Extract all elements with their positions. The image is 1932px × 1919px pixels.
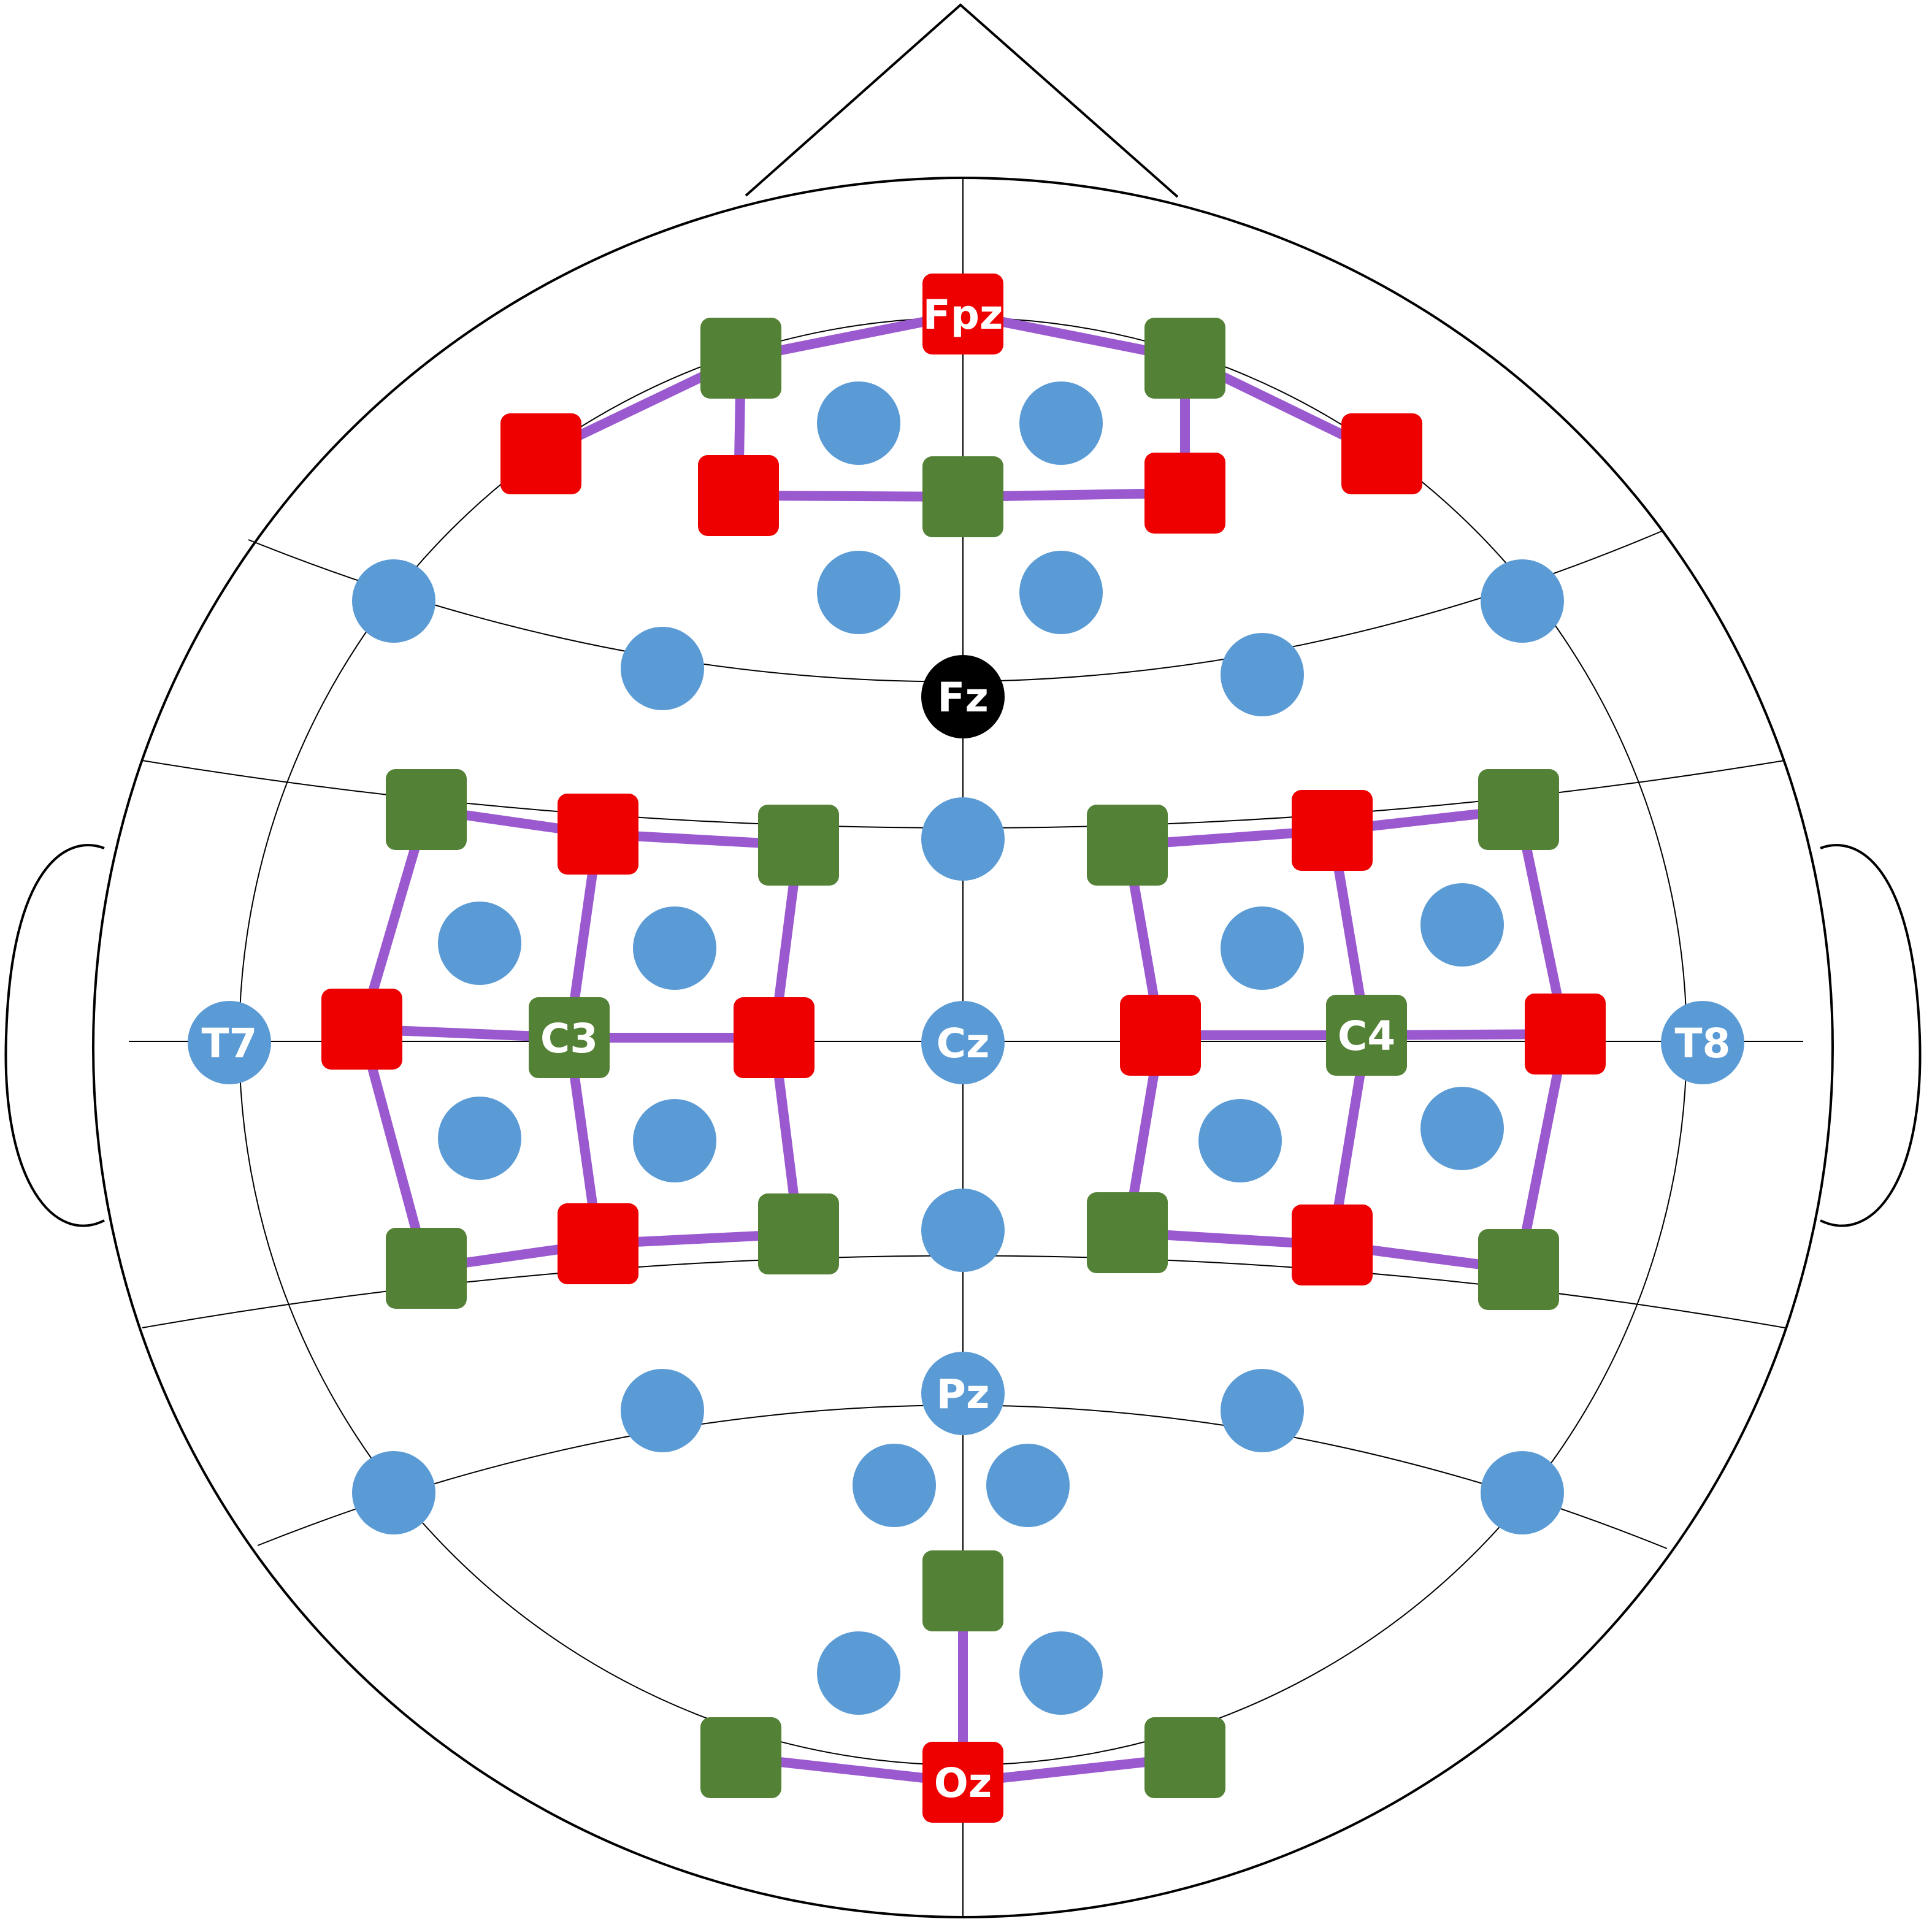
- detector-optode: [700, 318, 781, 399]
- detector-optode: [1144, 1717, 1225, 1798]
- detector-optode: [386, 769, 467, 850]
- eeg-electrode: [1481, 1451, 1564, 1534]
- eeg-electrode: [352, 559, 435, 643]
- eeg-electrode: [621, 627, 704, 710]
- eeg-electrode: [921, 1189, 1005, 1272]
- oz-label: Oz: [934, 1760, 992, 1807]
- source-optode: [1292, 790, 1373, 871]
- fz-electrode-label: Fz: [937, 674, 989, 721]
- eeg-electrode: [1019, 551, 1103, 634]
- source-optode: [321, 989, 402, 1070]
- t8-electrode: [1661, 1001, 1744, 1084]
- detector-optode: [529, 997, 610, 1078]
- eeg-electrode: [817, 1631, 900, 1715]
- detector-optode: [922, 1550, 1003, 1631]
- source-optode: [558, 794, 638, 875]
- detector-optode: [758, 805, 839, 886]
- c4-label: C4: [1338, 1013, 1395, 1060]
- left-ear-outline: [4, 844, 105, 1227]
- t7-electrode: [188, 1001, 271, 1084]
- pz-electrode-label: Pz: [937, 1371, 990, 1418]
- t8-electrode-label: T8: [1675, 1020, 1731, 1067]
- detector-optode: [758, 1193, 839, 1274]
- eeg-electrode: [1481, 559, 1564, 643]
- source-optode: [922, 274, 1003, 354]
- eeg-electrode: [921, 797, 1005, 881]
- source-optode: [698, 455, 779, 536]
- eeg-electrodes: [352, 381, 1564, 1715]
- eeg-electrode: [1420, 1087, 1504, 1170]
- fnirs-optodes: [321, 274, 1606, 1823]
- cz-electrode-label: Cz: [937, 1020, 990, 1067]
- detector-optode: [1087, 1192, 1168, 1273]
- source-optode: [1341, 413, 1422, 494]
- source-optode: [922, 1742, 1003, 1823]
- eeg-electrode: [1221, 633, 1304, 716]
- eeg-electrode: [352, 1451, 435, 1534]
- detector-optode: [1478, 1229, 1559, 1310]
- detector-optode: [1144, 318, 1225, 399]
- source-optode: [500, 413, 581, 494]
- t7-electrode-label: T7: [202, 1020, 258, 1067]
- eeg-electrode: [633, 1099, 716, 1182]
- eeg-electrode: [438, 902, 521, 985]
- detector-optode: [700, 1717, 781, 1798]
- eeg-electrode: [621, 1369, 704, 1452]
- eeg-electrode: [1019, 381, 1103, 465]
- fz-electrode: [921, 655, 1005, 738]
- detector-optode: [922, 456, 1003, 537]
- fpz-label: Fpz: [923, 291, 1003, 339]
- nose-outline: [745, 3, 1179, 198]
- eeg-electrode: [1420, 883, 1504, 967]
- eeg-electrode: [1221, 906, 1304, 990]
- source-optode: [734, 997, 815, 1078]
- eeg-electrode: [817, 551, 900, 634]
- eeg-electrode: [1019, 1631, 1103, 1715]
- detector-optode: [1087, 805, 1168, 886]
- detector-optode: [386, 1228, 467, 1309]
- eeg-electrode: [633, 906, 716, 990]
- detector-optode: [1326, 995, 1407, 1076]
- right-ear-outline: [1820, 844, 1922, 1227]
- source-optode: [1525, 994, 1606, 1074]
- eeg-electrode: [438, 1097, 521, 1180]
- eeg-electrode: [1198, 1099, 1282, 1182]
- c3-label: C3: [540, 1015, 598, 1062]
- source-optode: [1292, 1205, 1373, 1285]
- eeg-electrode: [986, 1444, 1070, 1527]
- eeg-electrode: [853, 1444, 936, 1527]
- detector-optode: [1478, 769, 1559, 850]
- cz-electrode: [921, 1001, 1005, 1084]
- source-optode: [1144, 453, 1225, 534]
- eeg-electrode: [817, 381, 900, 465]
- eeg-electrode: [1221, 1369, 1304, 1452]
- pz-electrode: [921, 1352, 1005, 1435]
- source-optode: [558, 1203, 638, 1284]
- source-optode: [1120, 995, 1201, 1076]
